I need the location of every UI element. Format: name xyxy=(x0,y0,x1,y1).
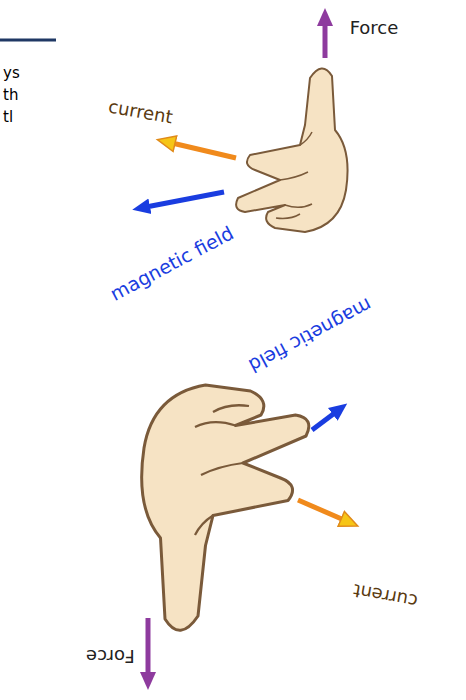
slide-text: ys xyxy=(3,65,20,82)
current-label: current xyxy=(351,579,419,611)
current-arrow xyxy=(172,143,236,158)
current-label: current xyxy=(106,96,174,128)
force-label: Force xyxy=(350,18,399,39)
field-label: magnetic field xyxy=(107,222,237,305)
slide-text: th xyxy=(3,87,18,104)
field-label: magnetic field xyxy=(245,293,375,376)
bottom-hand xyxy=(142,385,309,630)
field-arrow xyxy=(146,192,224,207)
force-arrow xyxy=(323,22,328,58)
slide-text: tl xyxy=(3,109,13,126)
current-arrow xyxy=(298,500,344,520)
top-hand xyxy=(236,68,347,232)
force-label: Force xyxy=(86,645,135,666)
slide-rule xyxy=(0,39,56,42)
field-arrow xyxy=(312,412,336,430)
force-arrow xyxy=(146,618,151,676)
